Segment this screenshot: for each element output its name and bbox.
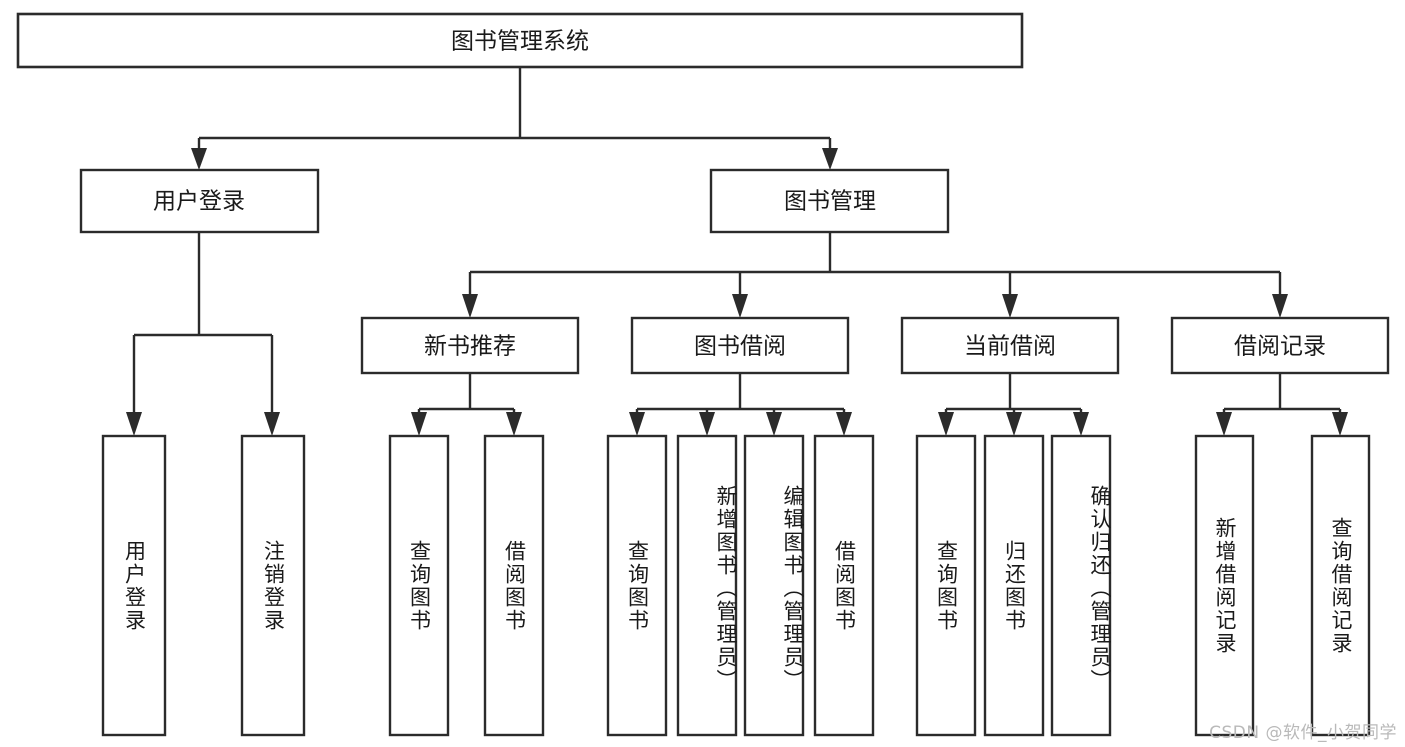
node-book-borrow[interactable]: 图书借阅 bbox=[630, 316, 850, 375]
node-borrow-records-label: 借阅记录 bbox=[1234, 334, 1326, 360]
leaf-box-add-record[interactable] bbox=[1194, 434, 1255, 737]
leaf-box-query-record[interactable] bbox=[1310, 434, 1371, 737]
node-current-borrow[interactable]: 当前借阅 bbox=[900, 316, 1120, 375]
arrow-head-icon bbox=[462, 294, 478, 318]
connector-root-to-level2 bbox=[191, 67, 838, 170]
connector-newbook-to-leaves bbox=[411, 373, 522, 436]
arrow-head-icon bbox=[699, 412, 715, 436]
arrow-head-icon bbox=[1002, 294, 1018, 318]
leaf-box-query-book-3[interactable] bbox=[915, 434, 977, 737]
node-user-login-label: 用户登录 bbox=[153, 189, 245, 215]
arrow-head-icon bbox=[1332, 412, 1348, 436]
node-current-borrow-label: 当前借阅 bbox=[964, 334, 1056, 360]
arrow-head-icon bbox=[732, 294, 748, 318]
node-book-management[interactable]: 图书管理 bbox=[709, 168, 950, 234]
leaf-box-user-login[interactable] bbox=[101, 434, 167, 737]
csdn-watermark: CSDN @软件_小贺同学 bbox=[1209, 723, 1397, 743]
connector-current-to-leaves bbox=[938, 373, 1089, 436]
arrow-head-icon bbox=[1073, 412, 1089, 436]
arrow-head-icon bbox=[411, 412, 427, 436]
node-book-management-label: 图书管理 bbox=[784, 189, 876, 215]
node-user-login[interactable]: 用户登录 bbox=[79, 168, 320, 234]
leaf-box-logout[interactable] bbox=[240, 434, 306, 737]
node-borrow-records[interactable]: 借阅记录 bbox=[1170, 316, 1390, 375]
arrow-head-icon bbox=[766, 412, 782, 436]
node-root-box[interactable] bbox=[16, 12, 1024, 69]
node-book-borrow-label: 图书借阅 bbox=[694, 334, 786, 360]
leaf-node-boxes bbox=[101, 434, 1371, 737]
arrow-head-icon bbox=[836, 412, 852, 436]
leaf-box-add-book[interactable] bbox=[676, 434, 738, 737]
leaf-box-edit-book[interactable] bbox=[743, 434, 805, 737]
connector-userlogin-to-leaves bbox=[126, 232, 280, 436]
leaf-box-borrow-book-1[interactable] bbox=[483, 434, 545, 737]
leaf-box-query-book-1[interactable] bbox=[388, 434, 450, 737]
connector-records-to-leaves bbox=[1216, 373, 1348, 436]
arrow-head-icon bbox=[1006, 412, 1022, 436]
arrow-head-icon bbox=[629, 412, 645, 436]
leaf-box-confirm-return[interactable] bbox=[1050, 434, 1112, 737]
node-current-borrow-box[interactable] bbox=[900, 316, 1120, 375]
node-book-management-box[interactable] bbox=[709, 168, 950, 234]
arrow-head-icon bbox=[938, 412, 954, 436]
node-root-label: 图书管理系统 bbox=[451, 29, 589, 55]
leaf-box-return-book[interactable] bbox=[983, 434, 1045, 737]
node-new-book-recommend-label: 新书推荐 bbox=[424, 334, 516, 360]
arrow-head-icon bbox=[822, 148, 838, 170]
node-new-book-recommend[interactable]: 新书推荐 bbox=[360, 316, 580, 375]
node-user-login-box[interactable] bbox=[79, 168, 320, 234]
arrow-head-icon bbox=[506, 412, 522, 436]
node-book-borrow-box[interactable] bbox=[630, 316, 850, 375]
leaf-box-borrow-book-2[interactable] bbox=[813, 434, 875, 737]
arrow-head-icon bbox=[264, 412, 280, 436]
connector-bookmgmt-to-level3 bbox=[462, 232, 1288, 318]
arrow-head-icon bbox=[1272, 294, 1288, 318]
connector-borrow-to-leaves bbox=[629, 373, 852, 436]
node-new-book-recommend-box[interactable] bbox=[360, 316, 580, 375]
arrow-head-icon bbox=[1216, 412, 1232, 436]
arrow-head-icon bbox=[126, 412, 142, 436]
node-root[interactable]: 图书管理系统 bbox=[16, 12, 1024, 69]
leaf-box-query-book-2[interactable] bbox=[606, 434, 668, 737]
node-borrow-records-box[interactable] bbox=[1170, 316, 1390, 375]
arrow-head-icon bbox=[191, 148, 207, 170]
